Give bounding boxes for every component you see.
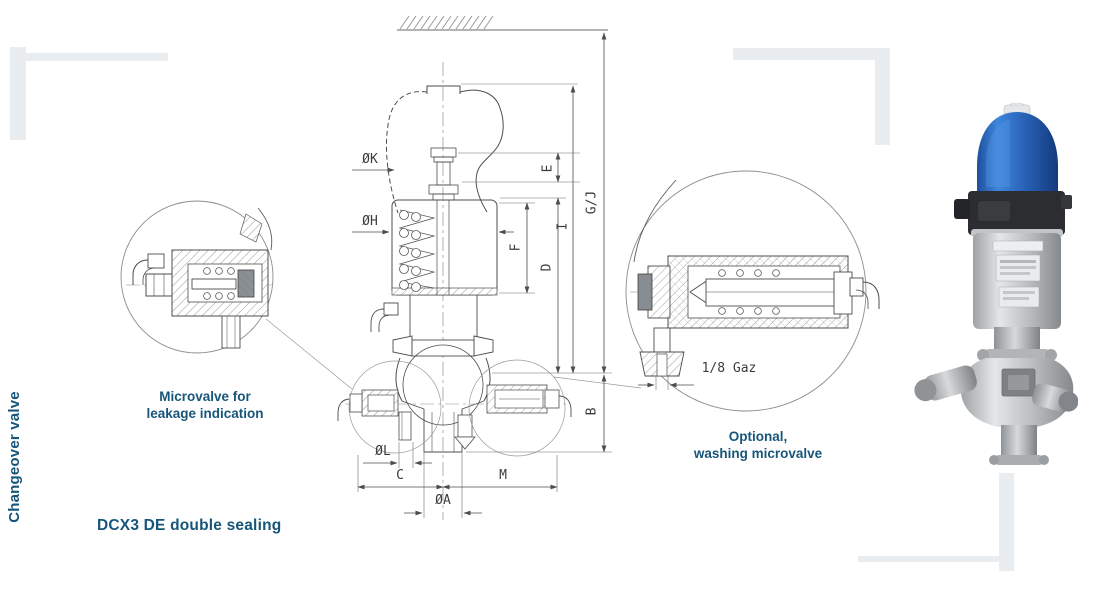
control-top-outline <box>386 83 578 214</box>
yoke-and-air-fitting <box>370 295 478 338</box>
callout-leakage-caption: Microvalve for leakage indication <box>115 388 295 422</box>
clamp-connection <box>392 335 494 357</box>
leader-line-right <box>553 376 642 389</box>
dim-label-f: F <box>508 243 524 252</box>
body-microvalve-right <box>454 359 572 457</box>
photo-blue-dome <box>977 112 1058 195</box>
callout-washing-line2: washing microvalve <box>693 446 823 461</box>
dim-label-diam-a: ØA <box>435 493 451 508</box>
photo-neck-clamp <box>977 327 1057 361</box>
photo-control-module <box>954 191 1072 235</box>
dim-label-b: B <box>584 407 600 416</box>
corner-bracket-top-left-vertical <box>10 47 26 140</box>
dim-label-diam-k: ØK <box>362 152 378 167</box>
corner-bracket-top-right-horizontal <box>733 48 876 60</box>
callout-leakage-line2: leakage indication <box>146 406 264 421</box>
detail-circle-leakage-microvalve <box>120 200 274 354</box>
ceiling-hatch <box>397 15 608 31</box>
dimension-lines <box>352 32 694 518</box>
corner-bracket-bottom-right-vertical <box>999 473 1014 571</box>
photo-actuator-cylinder <box>971 229 1063 329</box>
photo-valve-body <box>914 358 1078 427</box>
dim-label-d: D <box>539 263 555 272</box>
callout-washing-line1: Optional, <box>728 429 788 444</box>
photo-outlet-pipe <box>989 425 1049 465</box>
page-title: DCX3 DE double sealing <box>97 517 282 534</box>
dim-label-i: I <box>555 222 571 231</box>
dim-label-e: E <box>540 164 556 173</box>
dim-label-thread-gaz: 1/8 Gaz <box>701 361 757 376</box>
dim-label-gj: G/J <box>584 190 600 215</box>
stem-and-bolts <box>428 147 459 201</box>
callout-leakage-line1: Microvalve for <box>159 389 251 404</box>
dim-label-diam-l: ØL <box>375 444 391 459</box>
body-microvalve-left <box>337 360 442 454</box>
corner-bracket-top-right-vertical <box>875 48 890 145</box>
dim-label-diam-h: ØH <box>362 214 378 229</box>
corner-bracket-bottom-right-horizontal <box>858 556 1000 562</box>
actuator-cylinder <box>391 199 498 296</box>
side-label-changeover-valve: Changeover valve <box>6 391 23 523</box>
corner-bracket-top-left-horizontal <box>24 53 168 61</box>
leader-line-left <box>265 318 353 390</box>
callout-washing-caption: Optional, washing microvalve <box>668 428 848 462</box>
dim-label-c: C <box>396 468 404 483</box>
dim-label-m: M <box>499 468 507 483</box>
product-photo-valve <box>914 102 1078 465</box>
detail-circle-washing-microvalve <box>625 170 880 412</box>
